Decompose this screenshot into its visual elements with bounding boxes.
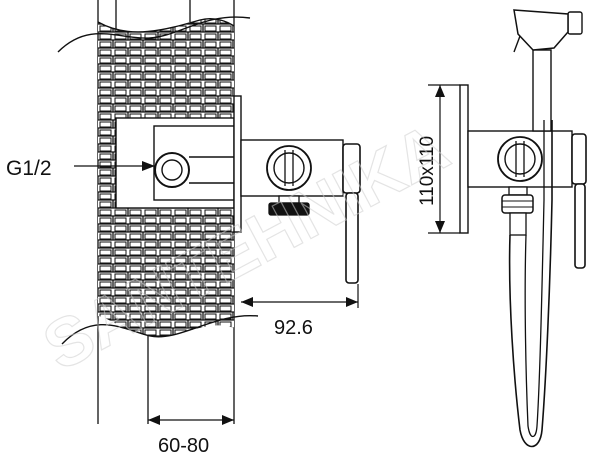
hose-connector-top xyxy=(508,186,528,196)
inlet-connector xyxy=(154,152,234,188)
front-lever-cap xyxy=(571,133,587,185)
hose-loop-inner xyxy=(524,120,545,438)
thread-callout: G1/2 xyxy=(6,157,155,180)
projection-dimension: 92.6 xyxy=(241,284,359,339)
plate-arrow-top xyxy=(435,85,445,97)
outlet-nut xyxy=(268,202,310,216)
front-knob-inner xyxy=(504,143,536,175)
hose-ferrule xyxy=(509,212,527,236)
front-mounting-plate xyxy=(459,84,469,234)
thread-label: G1/2 xyxy=(6,157,52,180)
break-line-top-inner xyxy=(97,17,235,33)
lever-handle xyxy=(345,192,359,284)
hose-loop xyxy=(508,120,553,448)
wall-depth-label: 60-80 xyxy=(158,435,209,457)
shower-button xyxy=(513,35,521,53)
projection-label: 92.6 xyxy=(274,317,313,339)
projection-arrow-right xyxy=(346,297,358,307)
holder-arm xyxy=(532,49,552,132)
shower-head xyxy=(513,9,569,51)
plate-size-label: 110x110 xyxy=(417,136,438,206)
plate-arrow-bottom xyxy=(435,221,445,233)
wall-depth-arrow-left xyxy=(148,415,160,425)
holder-clip xyxy=(567,11,583,35)
wall-depth-arrow-right xyxy=(222,415,234,425)
valve-knob-inner xyxy=(273,152,305,184)
thread-leader-arrow xyxy=(142,161,155,171)
projection-arrow-left xyxy=(241,297,253,307)
hose-connector-nut xyxy=(501,194,534,214)
plate-size-dimension: 110x110 xyxy=(417,84,460,234)
mixer-unit-side xyxy=(233,95,361,284)
mixer-unit-front xyxy=(459,9,587,448)
front-lever-handle xyxy=(574,183,586,269)
inlet-inner-ring xyxy=(161,159,183,181)
break-line-bottom xyxy=(61,314,259,345)
wall-depth-dimension: 60-80 xyxy=(148,415,234,457)
